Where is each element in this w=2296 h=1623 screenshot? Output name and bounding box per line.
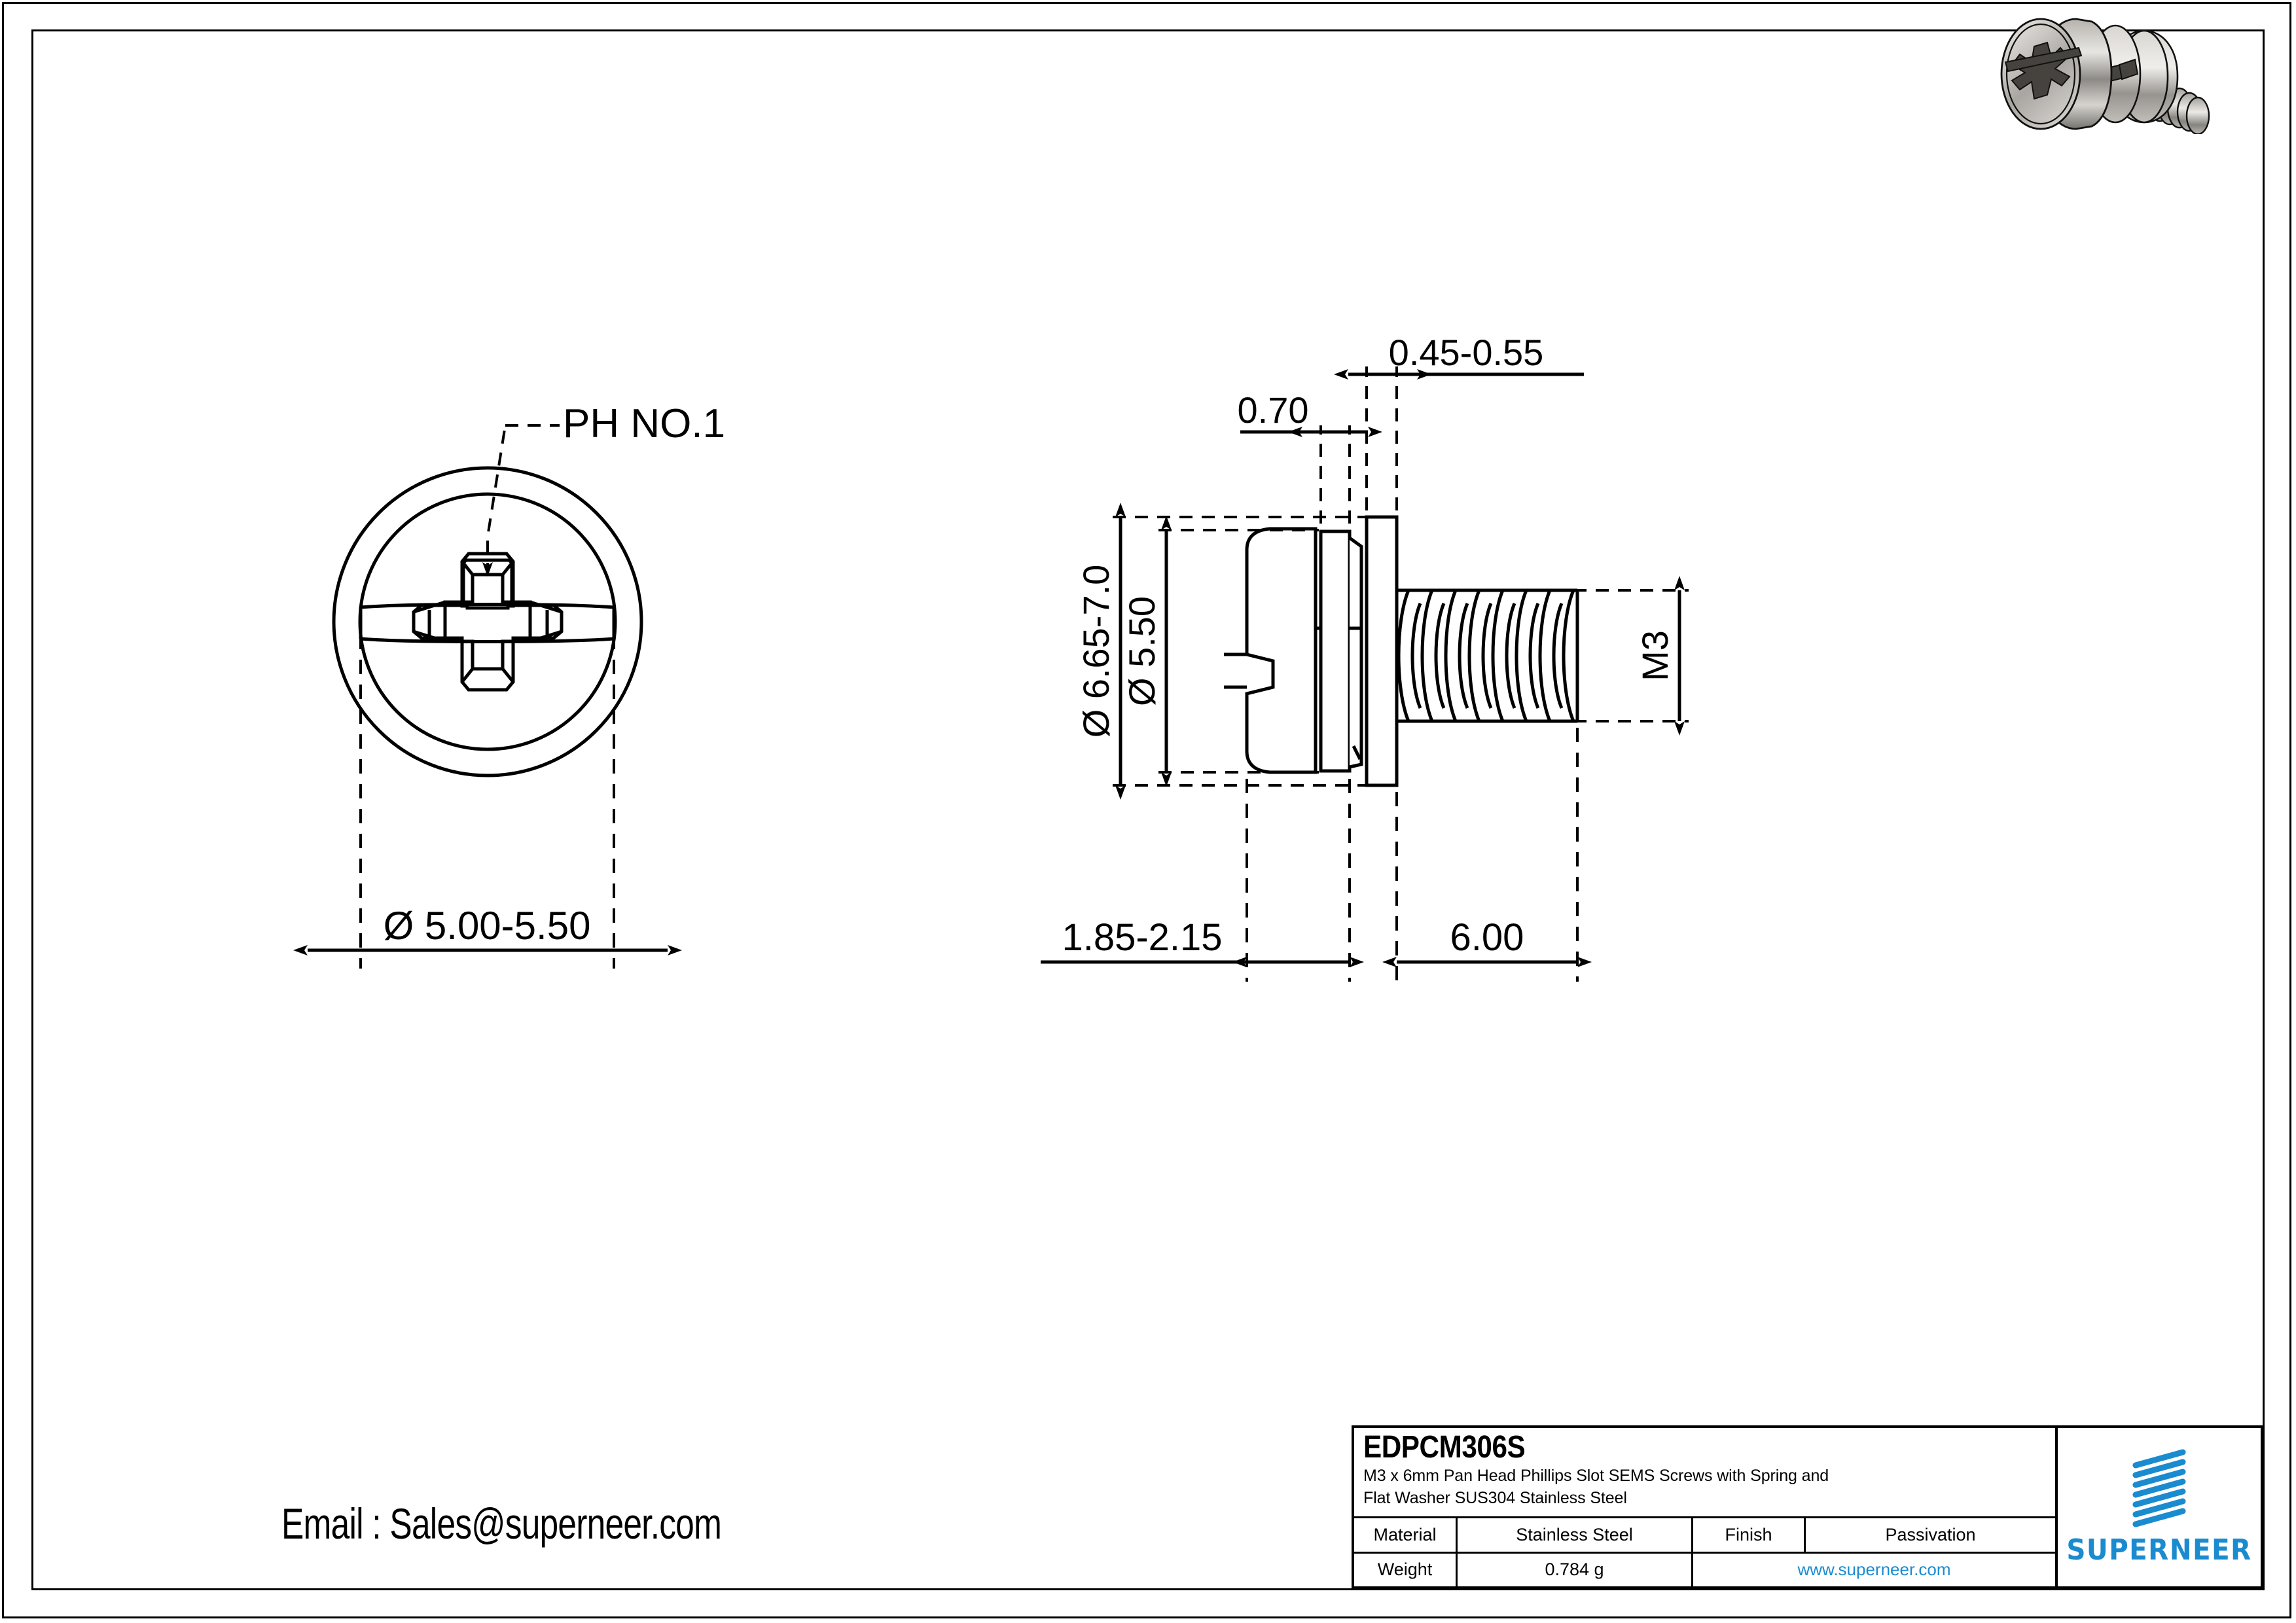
email-contact-text: Email : Sales@superneer.com <box>281 1499 722 1548</box>
material-label: Material <box>1354 1518 1458 1552</box>
table-row: Material Stainless Steel Finish Passivat… <box>1354 1518 2055 1554</box>
part-description-line-2: Flat Washer SUS304 Stainless Steel <box>1363 1489 1627 1507</box>
sheet-frame-border <box>31 29 2265 1590</box>
render-head-slot <box>2004 46 2083 73</box>
part-description-line-1: M3 x 6mm Pan Head Phillips Slot SEMS Scr… <box>1363 1467 1829 1485</box>
part-number: EDPCM306S <box>1363 1430 1526 1465</box>
company-logo: SUPERNEER <box>2058 1428 2261 1586</box>
title-block: EDPCM306S M3 x 6mm Pan Head Phillips Slo… <box>1352 1425 2263 1589</box>
screw-3d-render <box>2000 18 2210 134</box>
superneer-logo-icon <box>2132 1449 2186 1527</box>
logo-wordmark: SUPERNEER <box>2066 1533 2252 1567</box>
title-block-spec-table: Material Stainless Steel Finish Passivat… <box>1354 1518 2055 1586</box>
finish-label: Finish <box>1693 1518 1806 1552</box>
material-value: Stainless Steel <box>1458 1518 1693 1552</box>
weight-value: 0.784 g <box>1458 1553 1693 1586</box>
website-link[interactable]: www.superneer.com <box>1797 1560 1951 1580</box>
finish-value: Passivation <box>1885 1524 1976 1544</box>
website-cell[interactable]: www.superneer.com <box>1693 1554 2055 1587</box>
title-block-description-area: EDPCM306S M3 x 6mm Pan Head Phillips Slo… <box>1354 1428 2055 1518</box>
table-row: Weight 0.784 g www.superneer.com <box>1354 1553 2055 1587</box>
render-spring-gap <box>2118 58 2139 80</box>
weight-label: Weight <box>1354 1553 1458 1586</box>
title-block-info: EDPCM306S M3 x 6mm Pan Head Phillips Slo… <box>1354 1428 2058 1586</box>
